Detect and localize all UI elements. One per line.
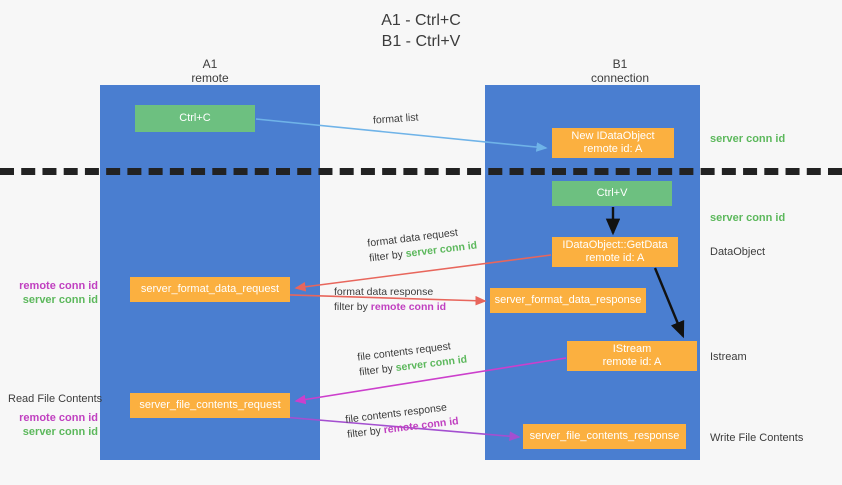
filter-value-remote-conn-id: remote conn id <box>370 301 447 313</box>
node-server-format-data-response-label: server_format_data_response <box>494 294 642 306</box>
edge-label-format-list: format list <box>373 110 419 128</box>
node-istream-label: IStream <box>612 343 652 355</box>
edge-label-file-contents-request: file contents request filter by server c… <box>357 337 468 380</box>
title-line-2: B1 - Ctrl+V <box>381 33 461 50</box>
right-label-istream: Istream <box>710 351 747 363</box>
node-istream-remote-id: remote id: A <box>602 356 662 368</box>
lane-header-b1: B1 connection <box>545 57 695 85</box>
node-ctrl-v-label: Ctrl+V <box>596 187 628 199</box>
node-server-format-data-request-label: server_format_data_request <box>140 283 280 295</box>
node-new-idataobject-remote-id: remote id: A <box>583 143 643 155</box>
edge-label-format-data-response-title: format data response <box>334 286 434 298</box>
edge-label-format-data-response: format data response filter by remote co… <box>334 285 446 315</box>
node-server-format-data-response[interactable]: server_format_data_response <box>490 288 646 313</box>
node-idataobject-getdata-label: IDataObject::GetData <box>562 239 668 251</box>
filter-prefix: filter by <box>334 301 371 313</box>
lane-header-b1-sub: connection <box>590 71 650 85</box>
node-server-format-data-request[interactable]: server_format_data_request <box>130 277 290 302</box>
right-label-server-conn-id-top: server conn id <box>710 133 786 145</box>
lane-header-a1-sub: remote <box>191 71 229 85</box>
node-new-idataobject-label: New IDataObject <box>571 130 655 142</box>
node-istream[interactable]: IStream remote id: A <box>567 341 697 371</box>
left-label-remote-conn-id-2: remote conn id <box>19 412 98 424</box>
page-title: A1 - Ctrl+C B1 - Ctrl+V <box>0 10 842 52</box>
node-new-idataobject[interactable]: New IDataObject remote id: A <box>552 128 674 158</box>
node-server-file-contents-response-label: server_file_contents_response <box>529 430 680 442</box>
boundary-dashed-line <box>0 168 842 175</box>
lane-header-a1: A1 remote <box>135 57 285 85</box>
node-server-file-contents-request[interactable]: server_file_contents_request <box>130 393 290 418</box>
node-server-file-contents-response[interactable]: server_file_contents_response <box>523 424 686 449</box>
node-ctrl-c[interactable]: Ctrl+C <box>135 105 255 132</box>
left-label-conn-ids-1: remote conn id server conn id <box>10 279 98 307</box>
edge-label-format-data-request: format data request filter by server con… <box>367 223 478 266</box>
node-ctrl-v[interactable]: Ctrl+V <box>552 181 672 206</box>
lane-header-a1-name: A1 <box>202 57 218 71</box>
filter-prefix: filter by <box>358 362 397 379</box>
right-label-write-file-contents: Write File Contents <box>710 432 804 444</box>
node-idataobject-getdata[interactable]: IDataObject::GetData remote id: A <box>552 237 678 267</box>
left-label-read-file-contents: Read File Contents <box>8 393 103 405</box>
filter-prefix: filter by <box>346 424 385 441</box>
lane-header-b1-name: B1 <box>612 57 628 71</box>
filter-prefix: filter by <box>368 248 407 265</box>
left-label-server-conn-id-2: server conn id <box>22 426 98 438</box>
edge-label-format-data-response-filter: filter by remote conn id <box>334 300 446 315</box>
node-idataobject-getdata-remote-id: remote id: A <box>585 252 645 264</box>
title-line-1: A1 - Ctrl+C <box>381 12 461 29</box>
right-label-server-conn-id-mid: server conn id <box>710 212 786 224</box>
right-label-dataobject: DataObject <box>710 246 766 258</box>
node-server-file-contents-request-label: server_file_contents_request <box>139 399 281 411</box>
edge-label-file-contents-response: file contents response filter by remote … <box>345 399 460 442</box>
node-ctrl-c-label: Ctrl+C <box>179 112 211 124</box>
edge-label-format-list-text: format list <box>372 111 419 127</box>
left-label-conn-ids-2: remote conn id server conn id <box>10 411 98 439</box>
left-label-server-conn-id-1: server conn id <box>22 294 98 306</box>
left-label-remote-conn-id-1: remote conn id <box>19 280 98 292</box>
